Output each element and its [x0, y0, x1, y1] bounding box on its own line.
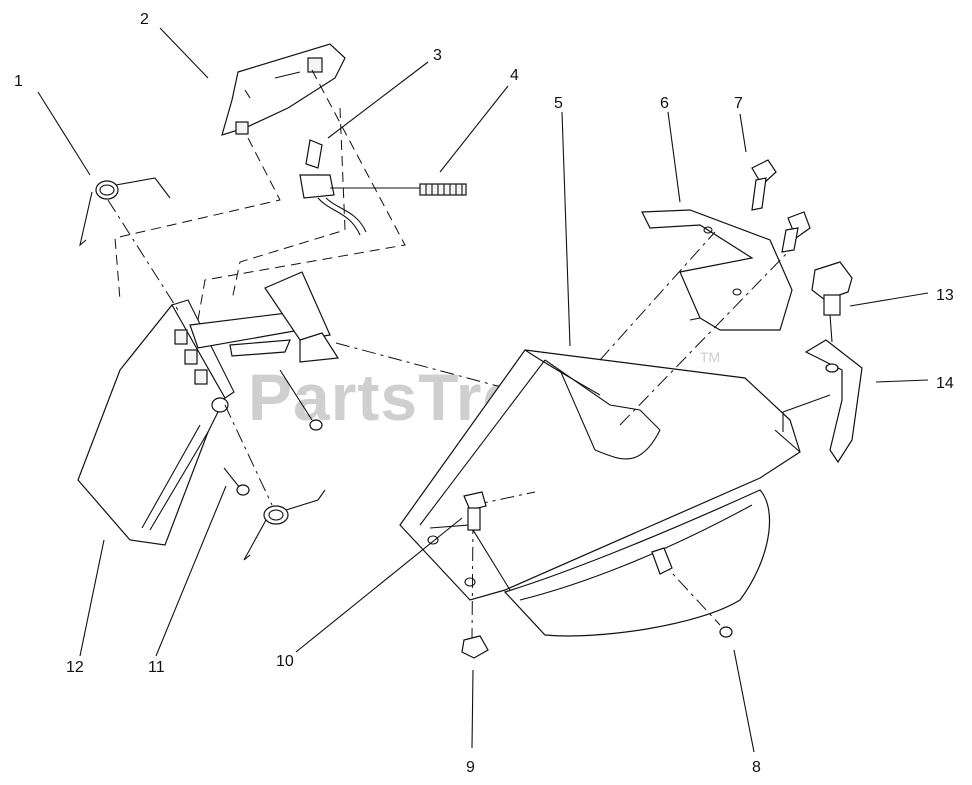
part-8-screw[interactable]: [719, 626, 733, 638]
part-9-nut[interactable]: [461, 635, 489, 659]
screw-upper: [279, 369, 323, 431]
part-2-plate[interactable]: [221, 43, 346, 136]
callout-8: 8: [752, 759, 761, 776]
part-14-lever[interactable]: [804, 339, 863, 464]
callout-9: 9: [466, 759, 475, 776]
assembly-line-b: [197, 69, 406, 321]
deflector-shield: [503, 489, 771, 637]
axis-line-1: [107, 199, 179, 311]
axis-line-7: [471, 519, 474, 639]
axis-line-8: [659, 559, 721, 626]
part-5-chute-housing[interactable]: [399, 349, 801, 601]
callout-6: 6: [660, 95, 669, 112]
part-3-latch-rod[interactable]: [299, 139, 367, 236]
callout-3: 3: [433, 47, 442, 64]
callout-12: 12: [66, 659, 84, 676]
callout-4: 4: [510, 67, 519, 84]
part-1-spring[interactable]: [79, 177, 171, 247]
trademark: TM: [700, 349, 720, 365]
axis-line-4: [599, 231, 716, 361]
part-11-screw[interactable]: [223, 467, 250, 496]
part-10-bolt[interactable]: [463, 491, 487, 531]
assembly-line-c: [231, 107, 346, 301]
callout-7: 7: [734, 95, 743, 112]
callout-1: 1: [14, 73, 23, 90]
callout-11: 11: [148, 659, 165, 676]
callout-13: 13: [936, 287, 954, 304]
part-7-bolts[interactable]: [751, 159, 811, 253]
part-13-knob[interactable]: [811, 261, 853, 343]
leader-lines: [37, 27, 929, 753]
callout-5: 5: [554, 95, 563, 112]
part-4-spring[interactable]: [330, 183, 467, 196]
lower-spring: [243, 489, 326, 561]
axis-line-2: [224, 404, 273, 506]
cylinder-spacer: [651, 547, 673, 575]
hinge-bracket: [189, 271, 340, 413]
link-line: [782, 394, 831, 432]
axis-line-5: [619, 249, 791, 426]
callout-2: 2: [140, 11, 149, 28]
part-6-bracket[interactable]: [641, 209, 793, 331]
assembly-line-a: [114, 137, 281, 301]
axis-line-3: [335, 342, 521, 393]
callout-10: 10: [276, 653, 294, 670]
callout-14: 14: [936, 375, 954, 392]
callout-labels: 1 2 3 4 5 6 7 8 9 10 11 12 13 14: [14, 11, 954, 776]
